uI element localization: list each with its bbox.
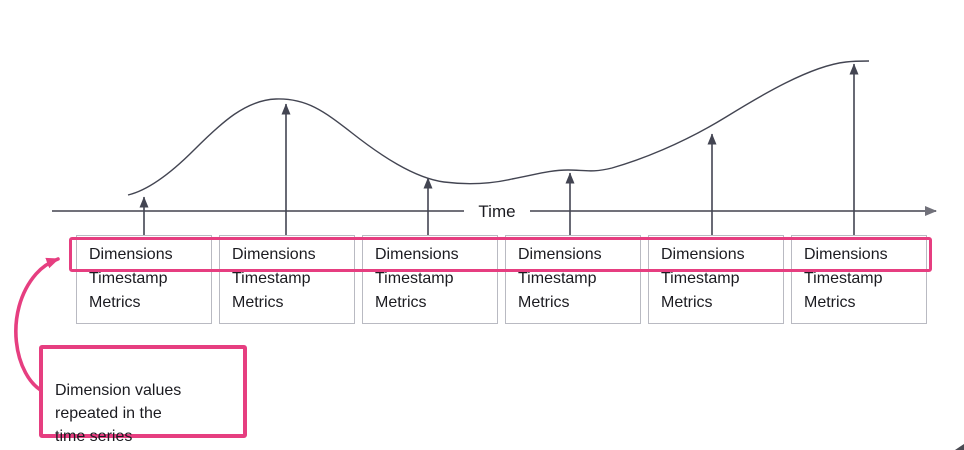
record-box: Dimensions Timestamp Metrics bbox=[219, 235, 355, 324]
record-timestamp-label: Timestamp bbox=[804, 270, 883, 287]
record-metrics-label: Metrics bbox=[232, 294, 284, 311]
record-metrics-label: Metrics bbox=[89, 294, 141, 311]
record-dimensions-label: Dimensions bbox=[232, 246, 316, 263]
record-timestamp-label: Timestamp bbox=[518, 270, 597, 287]
records-row: Dimensions Timestamp Metrics Dimensions … bbox=[76, 235, 927, 324]
record-box: Dimensions Timestamp Metrics bbox=[76, 235, 212, 324]
record-dimensions-label: Dimensions bbox=[804, 246, 888, 263]
record-timestamp-label: Timestamp bbox=[661, 270, 740, 287]
record-dimensions-label: Dimensions bbox=[375, 246, 459, 263]
record-timestamp-label: Timestamp bbox=[232, 270, 311, 287]
time-series-curve bbox=[127, 60, 870, 196]
record-dimensions-label: Dimensions bbox=[661, 246, 745, 263]
dimensions-highlight-box bbox=[69, 237, 932, 272]
record-dimensions-label: Dimensions bbox=[518, 246, 602, 263]
record-box: Dimensions Timestamp Metrics bbox=[791, 235, 927, 324]
record-timestamp-label: Timestamp bbox=[89, 270, 168, 287]
record-box: Dimensions Timestamp Metrics bbox=[648, 235, 784, 324]
cropped-corner-artifact bbox=[955, 444, 964, 450]
record-box: Dimensions Timestamp Metrics bbox=[505, 235, 641, 324]
record-metrics-label: Metrics bbox=[804, 294, 856, 311]
time-axis-label: Time bbox=[466, 199, 528, 224]
callout-text: Dimension values repeated in the time se… bbox=[55, 382, 182, 445]
record-box: Dimensions Timestamp Metrics bbox=[362, 235, 498, 324]
record-metrics-label: Metrics bbox=[661, 294, 713, 311]
record-metrics-label: Metrics bbox=[518, 294, 570, 311]
record-timestamp-label: Timestamp bbox=[375, 270, 454, 287]
record-dimensions-label: Dimensions bbox=[89, 246, 173, 263]
record-metrics-label: Metrics bbox=[375, 294, 427, 311]
callout-box: Dimension values repeated in the time se… bbox=[39, 345, 247, 445]
